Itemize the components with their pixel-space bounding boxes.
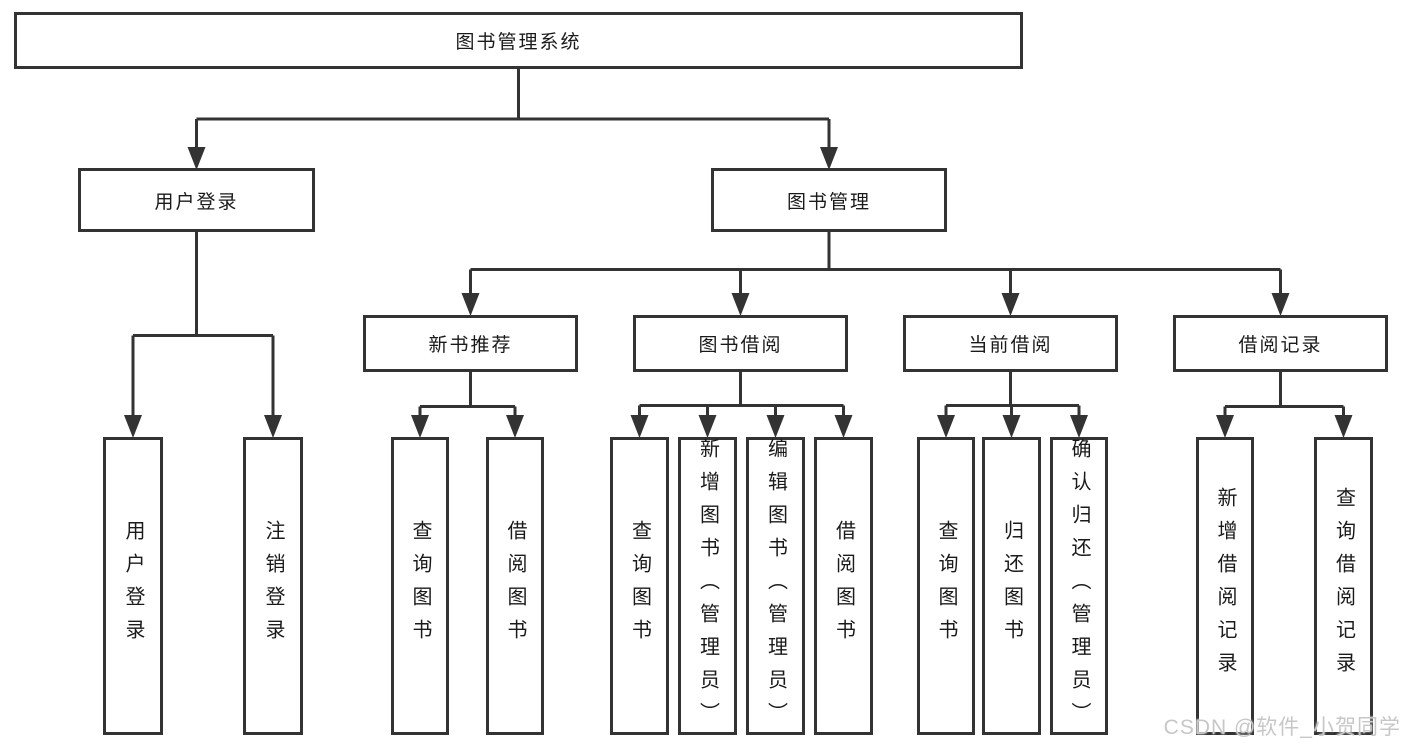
- node-root-label: 图书管理系统: [455, 32, 582, 53]
- connector-current-borrow-to-leaves: [944, 372, 1081, 419]
- csdn-watermark: CSDN @软件_小贺同学: [1163, 716, 1401, 739]
- arrowhead: [834, 415, 853, 438]
- arrowhead: [506, 415, 524, 438]
- leaf-add-books-admin: 新增图书（管理员）: [678, 437, 737, 735]
- arrowhead: [630, 415, 649, 438]
- leaf-add-books-admin-label: 新增图书（管理员）: [696, 437, 719, 735]
- leaf-query-borrow-record-label: 查询借阅记录: [1332, 487, 1355, 685]
- arrowhead: [698, 415, 717, 438]
- leaf-query-books-2-label: 查询图书: [628, 520, 651, 652]
- arrowhead: [1271, 293, 1290, 316]
- arrowhead: [1216, 415, 1234, 438]
- arrowhead: [187, 147, 206, 170]
- leaf-user-login-label: 用户登录: [122, 520, 144, 652]
- connector-borrow-record-to-leaves: [1223, 372, 1345, 419]
- connector-book-mgmt-to-level3: [469, 232, 1282, 297]
- node-book-management-label: 图书管理: [786, 191, 871, 213]
- arrowhead: [461, 293, 480, 316]
- node-root: 图书管理系统: [14, 12, 1023, 69]
- leaf-add-borrow-record-label: 新增借阅记录: [1214, 487, 1236, 685]
- connector-new-book-rec-to-leaves: [418, 372, 517, 419]
- arrowhead: [1334, 415, 1353, 438]
- node-new-book-recommend-label: 新书推荐: [428, 335, 513, 356]
- arrowhead: [731, 293, 750, 316]
- leaf-query-books-2: 查询图书: [610, 437, 669, 735]
- connector-user-login-to-leaves: [131, 232, 275, 419]
- node-borrowing-records: 借阅记录: [1173, 315, 1388, 372]
- leaf-borrow-books-1: 借阅图书: [486, 437, 544, 735]
- arrowhead: [264, 415, 282, 438]
- leaf-borrow-books-2-label: 借阅图书: [832, 520, 855, 652]
- arrowhead: [124, 415, 142, 438]
- leaf-add-borrow-record: 新增借阅记录: [1196, 437, 1254, 735]
- leaf-edit-books-admin-label: 编辑图书（管理员）: [764, 437, 787, 735]
- arrowheads: [124, 147, 1353, 438]
- node-borrowing-records-label: 借阅记录: [1238, 335, 1323, 356]
- leaf-query-books-3: 查询图书: [917, 437, 975, 735]
- leaf-logout-label: 注销登录: [262, 520, 284, 652]
- arrowhead: [411, 415, 429, 438]
- node-current-borrowing-label: 当前借阅: [968, 335, 1053, 356]
- arrowhead: [1070, 415, 1088, 438]
- leaf-query-books-3-label: 查询图书: [935, 520, 957, 652]
- leaf-confirm-return-admin: 确认归还（管理员）: [1050, 437, 1108, 735]
- leaf-return-books: 归还图书: [982, 437, 1041, 735]
- node-new-book-recommend: 新书推荐: [363, 315, 578, 372]
- arrowhead: [937, 415, 955, 438]
- leaf-query-borrow-record: 查询借阅记录: [1314, 437, 1373, 735]
- arrowhead: [1001, 293, 1020, 316]
- leaf-borrow-books-2: 借阅图书: [814, 437, 873, 735]
- node-user-login: 用户登录: [78, 168, 315, 232]
- node-user-login-label: 用户登录: [154, 191, 239, 213]
- leaf-user-login: 用户登录: [103, 437, 163, 735]
- node-book-borrowing: 图书借阅: [633, 315, 848, 372]
- arrowhead: [820, 147, 838, 170]
- leaf-return-books-label: 归还图书: [1000, 520, 1023, 652]
- arrowhead: [766, 415, 785, 438]
- node-book-borrowing-label: 图书借阅: [698, 335, 783, 356]
- leaf-query-books-1: 查询图书: [391, 437, 449, 735]
- node-book-management: 图书管理: [711, 168, 947, 232]
- leaf-borrow-books-1-label: 借阅图书: [504, 520, 526, 652]
- leaf-query-books-1-label: 查询图书: [409, 520, 431, 652]
- connector-root-to-level2: [195, 68, 831, 151]
- leaf-confirm-return-admin-label: 确认归还（管理员）: [1068, 437, 1090, 735]
- arrowhead: [1002, 415, 1021, 438]
- leaf-edit-books-admin: 编辑图书（管理员）: [746, 437, 805, 735]
- connector-book-borrow-to-leaves: [638, 372, 845, 419]
- node-current-borrowing: 当前借阅: [903, 315, 1118, 372]
- leaf-logout: 注销登录: [243, 437, 303, 735]
